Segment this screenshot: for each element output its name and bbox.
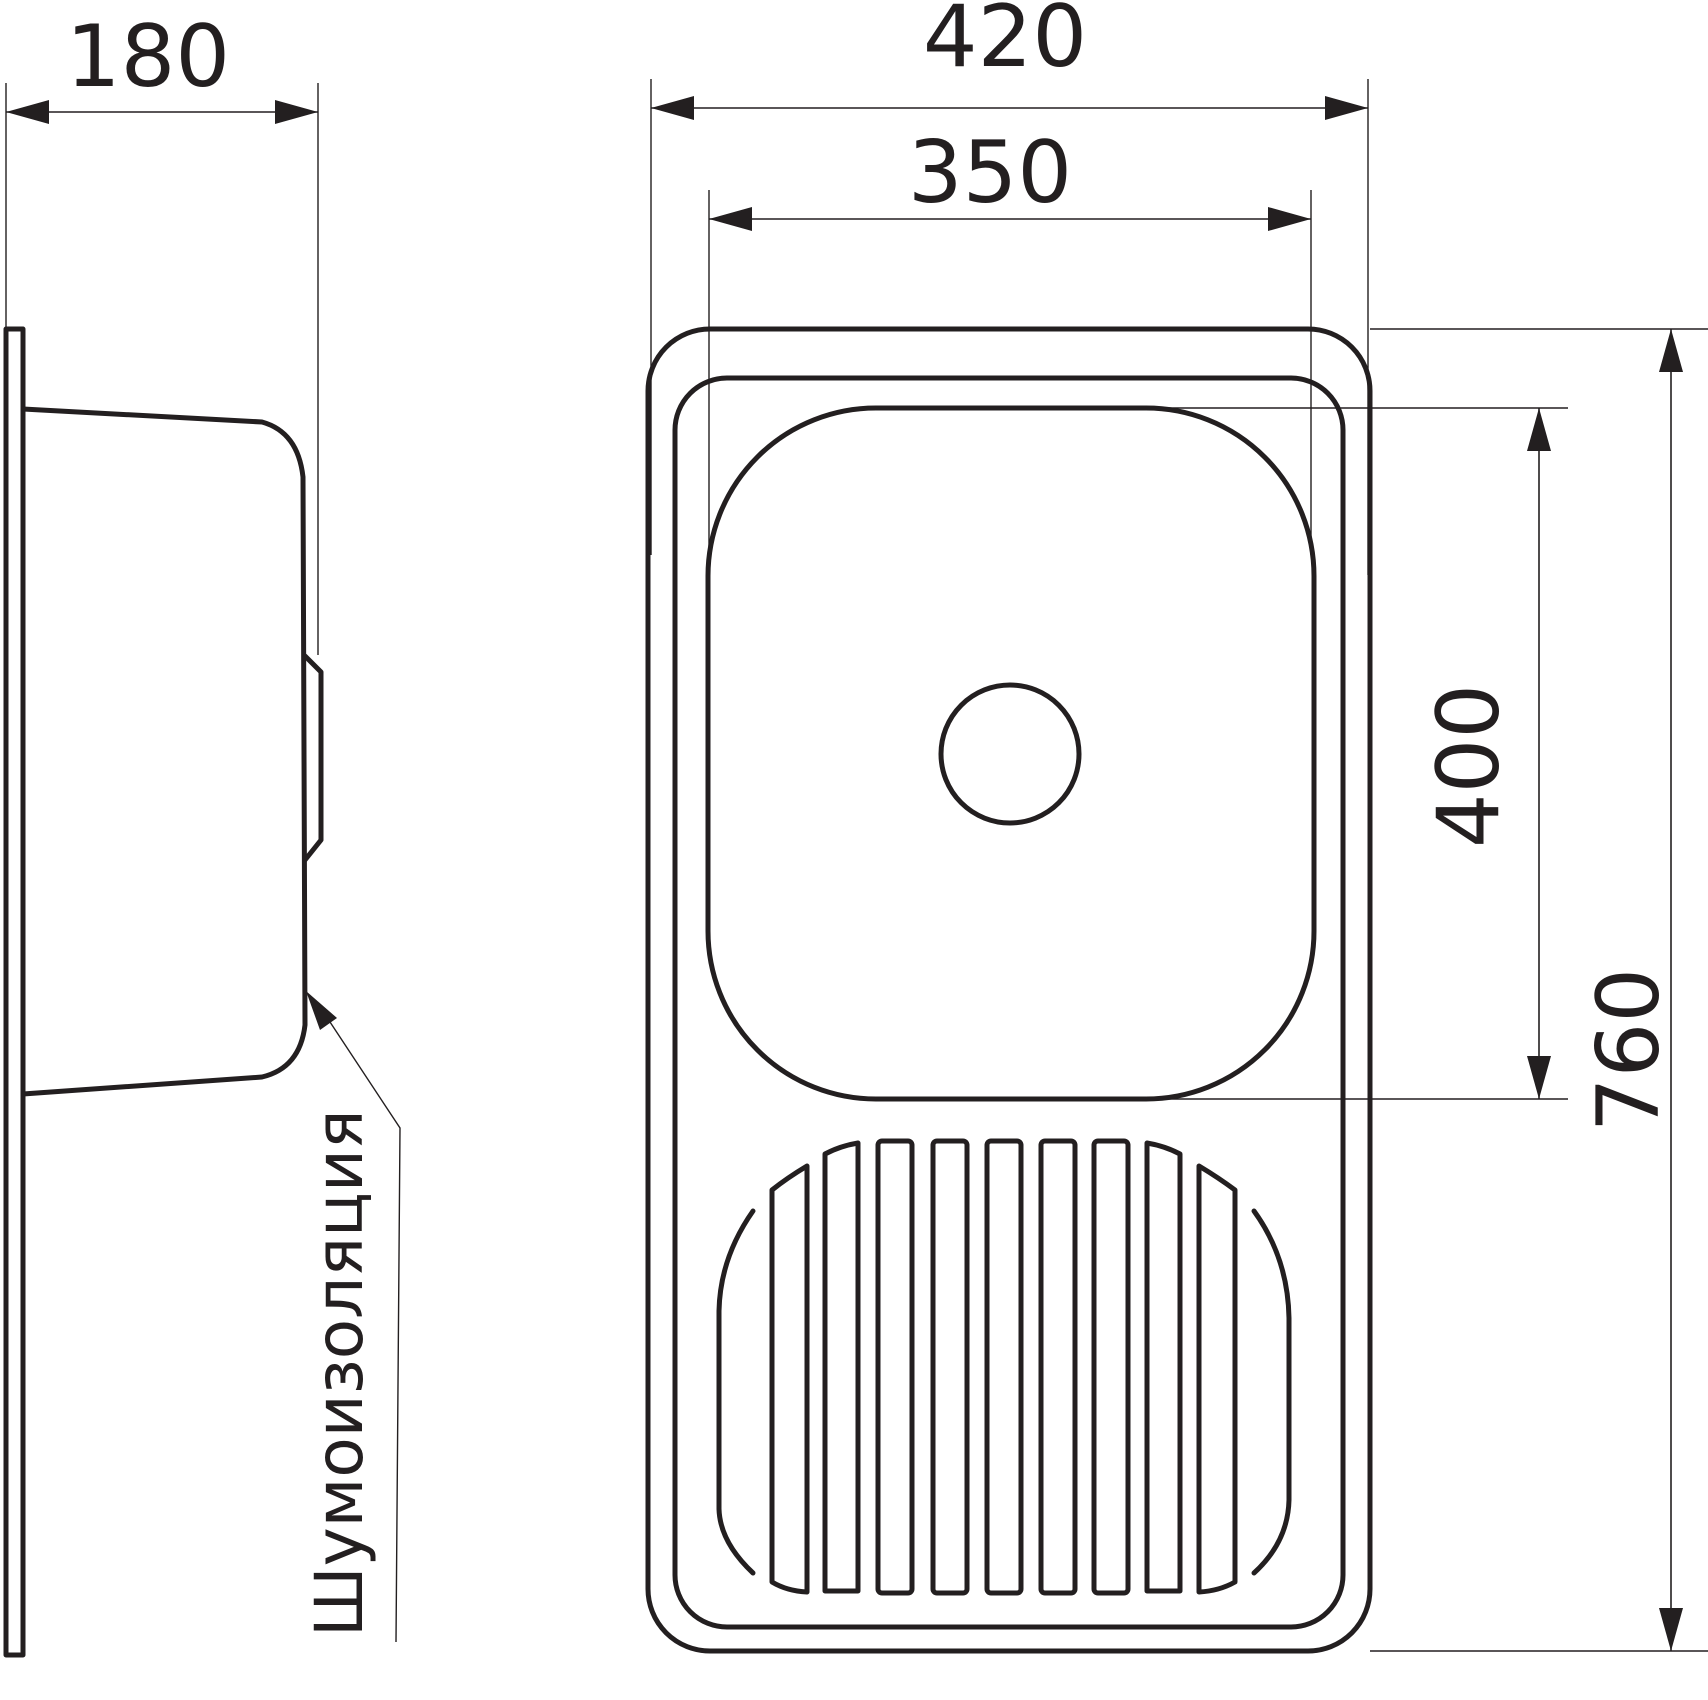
side-view-bowl-profile (20, 406, 308, 1097)
drainboard-ribs (716, 1138, 1292, 1596)
dim-400-label: 400 (1419, 684, 1519, 848)
insulation-leader-arrowhead (306, 991, 337, 1030)
sink-inner-rim (672, 375, 1346, 1630)
drainboard-rib (984, 1138, 1024, 1596)
side-view-drain-outlet (302, 653, 324, 863)
drainboard-rib (1091, 1138, 1131, 1596)
drainboard-rib (1038, 1138, 1078, 1596)
drainboard-rib (875, 1138, 915, 1596)
dim-420-label: 420 (923, 0, 1087, 87)
dim-180-arrow-left (6, 100, 49, 124)
drainboard-rib (716, 1208, 756, 1576)
dim-420-arrow-right (1325, 96, 1368, 120)
dim-760-arrow-bottom (1659, 1608, 1683, 1651)
drainboard-rib (930, 1138, 970, 1596)
dim-350-arrow-right (1268, 207, 1311, 231)
dim-760-arrow-top (1659, 329, 1683, 372)
drainboard-rib (822, 1140, 861, 1594)
noise-insulation-label: Шумоизоляция (301, 1109, 378, 1637)
dim-420-arrow-left (651, 96, 694, 120)
top-view: 420 350 400 760 (645, 0, 1708, 1654)
sink-bowl (705, 405, 1317, 1102)
dim-400-arrow-bottom (1527, 1056, 1551, 1099)
dim-400-arrow-top (1527, 408, 1551, 451)
side-view: 180 Шумоизоляция (3, 7, 401, 1658)
drainboard-rib (1251, 1208, 1292, 1576)
drain-hole (938, 682, 1082, 826)
dim-760-label: 760 (1579, 968, 1679, 1132)
dim-180-label: 180 (66, 7, 230, 107)
side-view-rim (3, 326, 26, 1658)
sink-outer-rim (645, 326, 1373, 1654)
dim-180-arrow-right (275, 100, 318, 124)
drainboard-rib (1196, 1163, 1238, 1595)
dim-350-arrow-left (709, 207, 752, 231)
drainboard-rib (769, 1163, 810, 1595)
insulation-leader-line (329, 1021, 401, 1643)
drainboard-rib (1144, 1140, 1183, 1594)
dim-350-label: 350 (908, 123, 1072, 223)
